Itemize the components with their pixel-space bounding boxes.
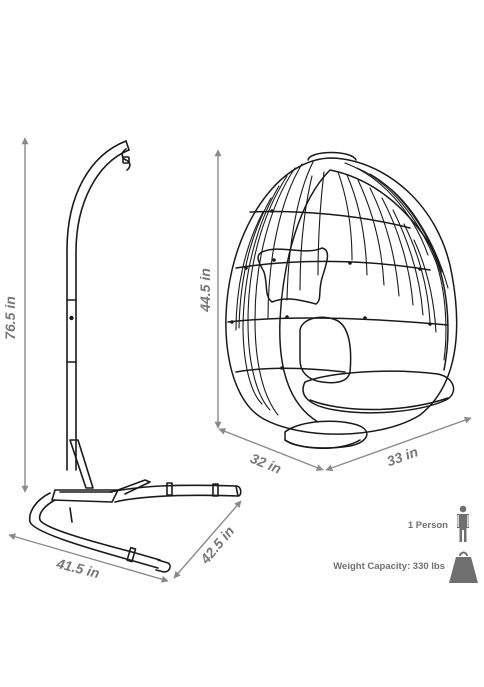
- chair-depth-label: 32 in: [248, 450, 284, 477]
- stand-base-plate: [51, 489, 119, 503]
- weight-icon: [449, 551, 478, 583]
- chair-seat-cushion: [302, 370, 455, 414]
- base-depth-dimension-line: [173, 500, 242, 579]
- person-icon: [457, 505, 469, 542]
- occupancy-label: 1 Person: [408, 520, 448, 531]
- chair-back-cushion: [299, 316, 352, 384]
- chair-rib-2: [235, 260, 431, 271]
- chair-height-label: 44.5 in: [197, 268, 213, 313]
- base-width-label: 41.5 in: [54, 555, 101, 581]
- stand-base-rear-tube: [109, 484, 239, 503]
- chair-rib-4: [235, 367, 346, 373]
- egg-chair-drawing: [225, 151, 458, 449]
- chair-pillow: [257, 247, 329, 305]
- stand-brace: [69, 439, 94, 489]
- chair-width-dimension-line: [325, 416, 472, 472]
- chair-shell-outline: [225, 157, 458, 435]
- weight-capacity-label: Weight Capacity: 330 lbs: [333, 561, 445, 572]
- hanging-stand-drawing: [28, 140, 242, 573]
- base-width-dimension-line: [8, 533, 169, 583]
- stand-hook: [121, 148, 131, 171]
- stand-pole: [66, 140, 130, 471]
- chair-rib-1: [249, 210, 411, 229]
- chair-opening-rim: [279, 169, 449, 423]
- chair-depth-dimension-line: [218, 428, 324, 471]
- stand-height-label: 76.5 in: [2, 296, 18, 340]
- stand-base-front-tube: [28, 492, 161, 569]
